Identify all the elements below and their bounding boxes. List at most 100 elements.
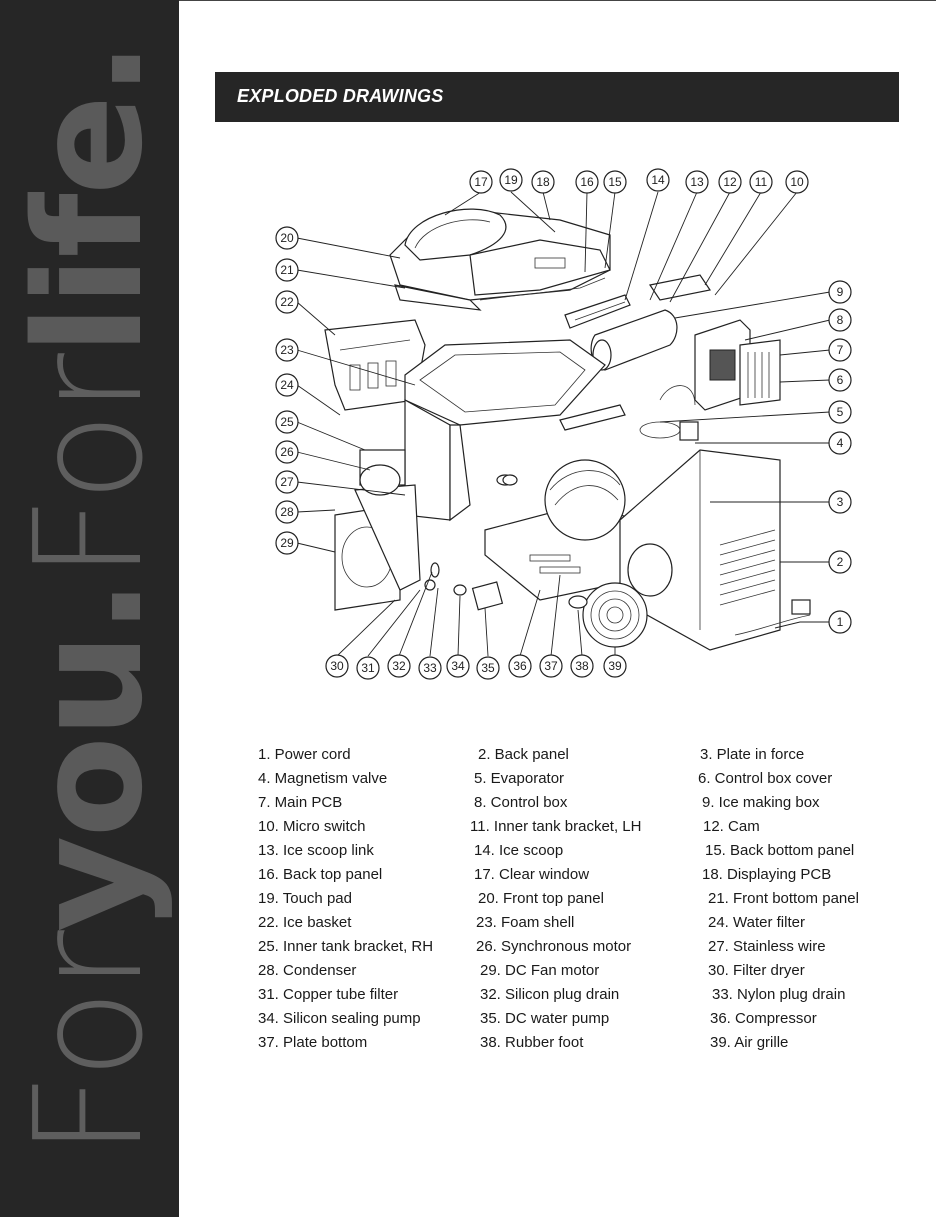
callout-10: 10 bbox=[785, 170, 809, 194]
callout-39: 39 bbox=[603, 654, 627, 678]
callout-1: 1 bbox=[828, 610, 852, 634]
part-item-12: 12. Cam bbox=[703, 818, 760, 835]
callout-38: 38 bbox=[570, 654, 594, 678]
part-item-33: 33. Nylon plug drain bbox=[712, 986, 846, 1003]
callout-17-label: 17 bbox=[474, 175, 488, 189]
part-item-29: 29. DC Fan motor bbox=[480, 962, 600, 979]
part-item-22: 22. Ice basket bbox=[258, 914, 352, 931]
callout-39-label: 39 bbox=[608, 659, 622, 673]
part-item-7: 7. Main PCB bbox=[258, 794, 343, 811]
part-item-3: 3. Plate in force bbox=[700, 746, 805, 763]
brand-word-you: you. bbox=[3, 580, 175, 933]
callout-27-label: 27 bbox=[280, 475, 294, 489]
callout-16-label: 16 bbox=[580, 175, 594, 189]
callout-18: 18 bbox=[531, 170, 555, 194]
callout-9-label: 9 bbox=[837, 285, 844, 299]
part-item-26: 26. Synchronous motor bbox=[476, 938, 632, 955]
part-item-11: 11. Inner tank bracket, LH bbox=[470, 818, 642, 835]
callout-12: 12 bbox=[718, 170, 742, 194]
callout-9: 9 bbox=[828, 280, 852, 304]
part-item-34: 34. Silicon sealing pump bbox=[258, 1010, 421, 1027]
control-box-assembly bbox=[694, 319, 781, 411]
callout-25-label: 25 bbox=[280, 415, 294, 429]
callout-6-label: 6 bbox=[837, 373, 844, 387]
callout-29-label: 29 bbox=[280, 536, 294, 550]
callout-35-label: 35 bbox=[481, 661, 495, 675]
part-item-32: 32. Silicon plug drain bbox=[480, 986, 620, 1003]
part-item-13: 13. Ice scoop link bbox=[258, 842, 374, 859]
part-item-23: 23. Foam shell bbox=[476, 914, 575, 931]
callout-11: 11 bbox=[749, 170, 773, 194]
foam-shell bbox=[404, 339, 606, 522]
part-item-37: 37. Plate bottom bbox=[258, 1034, 368, 1051]
part-item-4: 4. Magnetism valve bbox=[258, 770, 388, 787]
callout-33: 33 bbox=[418, 656, 442, 680]
callout-11-label: 11 bbox=[755, 175, 768, 189]
callout-24-label: 24 bbox=[280, 378, 294, 392]
part-item-15: 15. Back bottom panel bbox=[705, 842, 855, 859]
brand-word-for-2: For bbox=[3, 355, 175, 581]
callout-5: 5 bbox=[828, 400, 852, 424]
callout-13: 13 bbox=[685, 170, 709, 194]
part-item-9: 9. Ice making box bbox=[702, 794, 820, 811]
compressor-and-base bbox=[484, 459, 641, 601]
callout-21: 21 bbox=[275, 258, 299, 282]
condenser-and-fan bbox=[334, 449, 421, 611]
callout-2-label: 2 bbox=[837, 555, 844, 569]
callout-24: 24 bbox=[275, 373, 299, 397]
callout-5-label: 5 bbox=[837, 405, 844, 419]
callout-25: 25 bbox=[275, 410, 299, 434]
callout-10-label: 10 bbox=[790, 175, 804, 189]
callout-22-label: 22 bbox=[280, 295, 294, 309]
callout-26-label: 26 bbox=[280, 445, 294, 459]
air-grille bbox=[582, 582, 648, 648]
exploded-drawing: 1 2 3 4 5 6 7 8 9 10 11 12 13 14 15 16 1… bbox=[275, 168, 852, 680]
part-item-10: 10. Micro switch bbox=[258, 818, 366, 835]
callout-17: 17 bbox=[469, 170, 493, 194]
callout-15-label: 15 bbox=[608, 175, 622, 189]
callout-31: 31 bbox=[356, 656, 380, 680]
section-header: EXPLODED DRAWINGS bbox=[215, 72, 899, 122]
callout-19-label: 19 bbox=[504, 173, 518, 187]
callout-37-label: 37 bbox=[544, 659, 558, 673]
callout-23: 23 bbox=[275, 338, 299, 362]
callout-32-label: 32 bbox=[392, 659, 406, 673]
callout-28: 28 bbox=[275, 500, 299, 524]
callout-26: 26 bbox=[275, 440, 299, 464]
callout-7: 7 bbox=[828, 338, 852, 362]
callout-30-label: 30 bbox=[330, 659, 344, 673]
brand-sidebar: Foryou.Forlife. bbox=[0, 0, 179, 1217]
part-item-24: 24. Water filter bbox=[708, 914, 805, 931]
part-item-14: 14. Ice scoop bbox=[474, 842, 564, 859]
callout-12-label: 12 bbox=[723, 175, 737, 189]
part-item-21: 21. Front bottom panel bbox=[708, 890, 859, 907]
callout-14-label: 14 bbox=[651, 173, 665, 187]
part-item-27: 27. Stainless wire bbox=[708, 938, 826, 955]
brand-word-life: life. bbox=[3, 42, 175, 356]
callout-34: 34 bbox=[446, 654, 470, 678]
callout-20-label: 20 bbox=[280, 231, 294, 245]
callout-29: 29 bbox=[275, 531, 299, 555]
callout-3: 3 bbox=[828, 490, 852, 514]
back-panel bbox=[619, 449, 811, 651]
callout-21-label: 21 bbox=[280, 263, 294, 277]
part-item-8: 8. Control box bbox=[474, 794, 568, 811]
callout-38-label: 38 bbox=[575, 659, 589, 673]
back-panel-vents bbox=[719, 529, 776, 606]
brand-slogan: Foryou.Forlife. bbox=[3, 43, 175, 1158]
part-item-25: 25. Inner tank bracket, RH bbox=[258, 938, 434, 955]
part-item-19: 19. Touch pad bbox=[258, 890, 352, 907]
callout-30: 30 bbox=[325, 654, 349, 678]
part-item-20: 20. Front top panel bbox=[478, 890, 604, 907]
part-item-28: 28. Condenser bbox=[258, 962, 357, 979]
brand-word-for: For bbox=[3, 932, 175, 1158]
part-item-31: 31. Copper tube filter bbox=[258, 986, 399, 1003]
callout-2: 2 bbox=[828, 550, 852, 574]
callout-16: 16 bbox=[575, 170, 599, 194]
callout-27: 27 bbox=[275, 470, 299, 494]
section-title: EXPLODED DRAWINGS bbox=[237, 86, 444, 106]
callout-35: 35 bbox=[476, 656, 500, 680]
callout-7-label: 7 bbox=[837, 343, 844, 357]
callout-36-label: 36 bbox=[513, 659, 527, 673]
callout-28-label: 28 bbox=[280, 505, 294, 519]
